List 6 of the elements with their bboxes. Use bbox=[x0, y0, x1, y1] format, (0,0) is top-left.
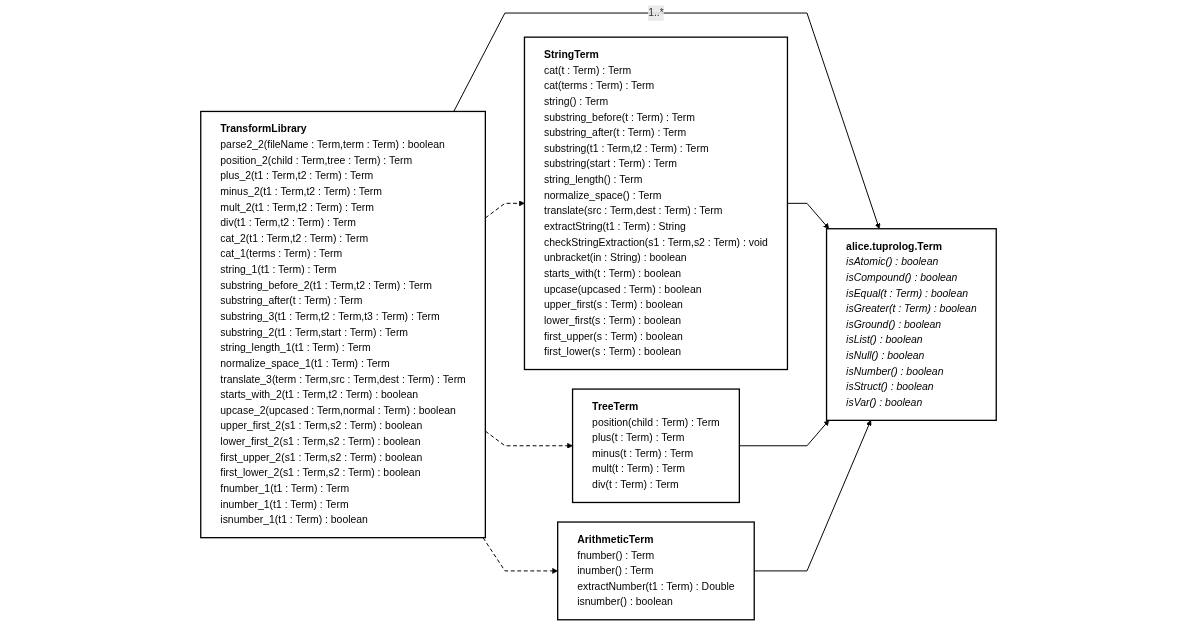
node-box: TreeTerm position(child : Term) : Term plus(t : Term) : Term minus(t : Term) : Term mult(t : Term) : Term div(t : Term) : Term bbox=[571, 388, 740, 504]
node-box: ArithmeticTerm fnumber() : Term inumber() : Term extractNumber(t1 : Term) : Double isnumber() : boolean bbox=[557, 521, 755, 621]
node-box: StringTerm cat(t : Term) : Term cat(terms : Term) : Term string() : Term substring_before(t : Term) : Term substring_after(t : Term) : Term substring(t1 : Term,t2 : Term) : Term substring(start : Term) : Term string_length() : Term normalize_space() : Term translate(src : Term,dest : Term) : Term extractString(t1 : Term) : String checkStringExtraction(s1 : Term,s2 : Term) : void unbracket(in : String) : boolean starts_with(t : Term) : boolean upcase(upcased : Term) : boolean upper_first(s : Term) : boolean lower_first(s : Term) : boolean first_upper(s : Term) : boolean first_lower(s : Term) : boolean bbox=[523, 36, 789, 371]
node-box: alice.tuprolog.Term isAtomic() : boolean isCompound() : boolean isEqual(t : Term) : boolean isGreater(t : Term) : boolean isGround() : boolean isList() : boolean isNull() : boolean isNumber() : boolean isStruct() : boolean isVar() : boolean bbox=[825, 228, 997, 421]
node-box: TransformLibrary parse2_2(fileName : Term,term : Term) : boolean position_2(child : Term,tree : Term) : Term plus_2(t1 : Term,t2 : Term) : Term minus_2(t1 : Term,t2 : Term) : Term mult_2(t1 : Term,t2 : Term) : Term div(t1 : Term,t2 : Term) : Term cat_2(t1 : Term,t2 : Term) : Term cat_1(terms : Term) : Term string_1(t1 : Term) : Term substring_before_2(t1 : Term,t2 : Term) : Term substring_after(t : Term) : Term substring_3(t1 : Term,t2 : Term,t3 : Term) : Term substring_2(t1 : Term,start : Term) : Term string_length_1(t1 : Term) : Term normalize_space_1(t1 : Term) : Term translate_3(term : Term,src : Term,dest : Term) : Term starts_with_2(t1 : Term,t2 : Term) : boolean upcase_2(upcased : Term,normal : Term) : boolean upper_first_2(s1 : Term,s2 : Term) : boolean lower_first_2(s1 : Term,s2 : Term) : boolean first_upper_2(s1 : Term,s2 : Term) : boolean first_lower_2(s1 : Term,s2 : Term) : boolean fnumber_1(t1 : Term) : Term inumber_1(t1 : Term) : Term isnumber_1(t1 : Term) : boolean bbox=[200, 110, 486, 539]
edge-label: 1..* bbox=[648, 7, 664, 19]
